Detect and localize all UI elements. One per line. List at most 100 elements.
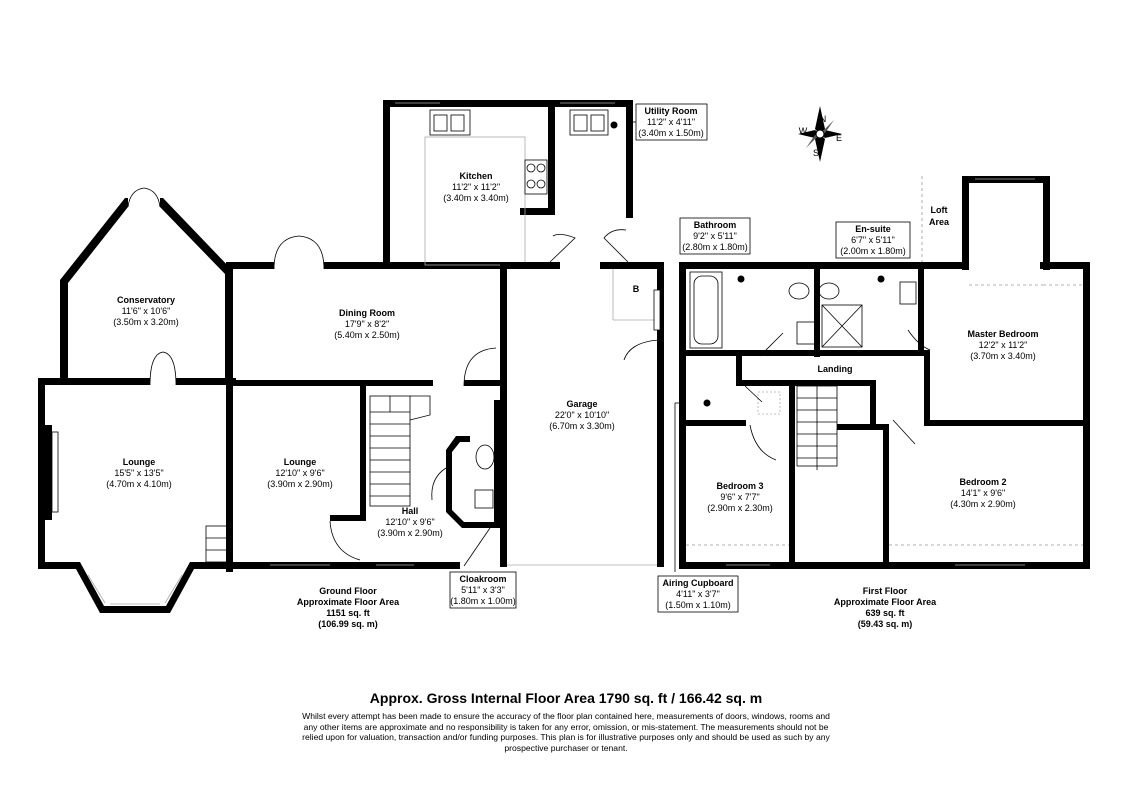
master-imperial: 12'2" x 11'2"	[979, 340, 1028, 350]
cloakroom-metric: (1.80m x 1.00m)	[450, 596, 516, 606]
bedroom3-metric: (2.90m x 2.30m)	[707, 503, 773, 513]
hall-name: Hall	[402, 506, 419, 516]
ensuite-imperial: 6'7" x 5'11"	[851, 235, 895, 245]
compass-w: W	[799, 126, 808, 136]
utility-metric: (3.40m x 1.50m)	[638, 128, 704, 138]
lounge2-hall-wall	[330, 515, 366, 521]
airing-imperial: 4'11" x 3'7"	[676, 589, 720, 599]
ground-floor-sqm: (106.99 sq. m)	[318, 619, 378, 629]
boiler-label: B	[633, 284, 640, 294]
dining-top-wall-a	[226, 262, 274, 269]
ff-stair-wall	[837, 424, 889, 430]
kitchen-worktop	[424, 136, 526, 266]
conservatory-door	[127, 187, 161, 208]
utility-name: Utility Room	[645, 106, 698, 116]
dining-top-wall-b	[324, 262, 500, 269]
first-floor-plan	[674, 176, 1090, 572]
bedroom2-left-wall	[883, 424, 889, 568]
kitchen-door	[549, 234, 576, 263]
ff-right-wall	[1083, 262, 1090, 567]
bathroom-name: Bathroom	[694, 220, 737, 230]
ensuite-basin	[899, 281, 917, 305]
master-metric: (3.70m x 3.40m)	[970, 351, 1036, 361]
garage-metric: (6.70m x 3.30m)	[549, 421, 615, 431]
conservatory-name: Conservatory	[117, 295, 175, 305]
kitchen-wall-stub	[520, 208, 555, 215]
ensuite-left-wall	[814, 269, 820, 357]
ground-floor-sqft: 1151 sq. ft	[326, 608, 370, 618]
bedroom2-metric: (4.30m x 2.90m)	[950, 499, 1016, 509]
compass-e: E	[836, 133, 842, 143]
cloakroom-imperial: 5'11" x 3'3"	[461, 585, 505, 595]
bay-glazing	[164, 574, 183, 604]
ground-floor-summary: Ground Floor Approximate Floor Area 1151…	[297, 586, 400, 629]
garage-right-wall	[657, 262, 664, 567]
lounge2-name: Lounge	[284, 457, 317, 467]
kitchen-name: Kitchen	[459, 171, 492, 181]
ground-floor-title: Ground Floor	[319, 586, 377, 596]
dining-bottom-wall-b	[464, 380, 504, 386]
lounge-conservatory-door	[149, 351, 177, 386]
lounge1-name: Lounge	[123, 457, 156, 467]
master-dormer-left	[962, 176, 969, 270]
hall-metric: (3.90m x 2.90m)	[377, 528, 443, 538]
loft-name-line2: Area	[929, 217, 950, 227]
ensuite-bottom-wall	[814, 350, 924, 356]
lounge2-imperial: 12'10" x 9'6"	[275, 468, 324, 478]
utility-right-wall	[626, 100, 633, 218]
bathroom-basin	[796, 321, 816, 345]
conservatory-walls-right	[160, 198, 232, 382]
lounge1-metric: (4.70m x 4.10m)	[106, 479, 172, 489]
cloakroom-label-box	[449, 571, 517, 609]
airing-door	[744, 385, 763, 403]
front-door	[463, 527, 491, 567]
dining-name: Dining Room	[339, 308, 395, 318]
bathroom-bottom-wall	[686, 350, 821, 356]
garage-imperial: 22'0" x 10'10"	[555, 410, 609, 420]
kitchen-imperial: 11'2" x 11'2"	[452, 182, 500, 192]
landing-name: Landing	[818, 364, 853, 374]
dining-imperial: 17'9" x 8'2"	[345, 319, 389, 329]
airing-metric: (1.50m x 1.10m)	[665, 600, 731, 610]
first-floor-subtitle: Approximate Floor Area	[834, 597, 937, 607]
airing-label-box	[657, 575, 739, 613]
conservatory-metric: (3.50m x 3.20m)	[113, 317, 179, 327]
lounge2-metric: (3.90m x 2.90m)	[267, 479, 333, 489]
bedroom2-door	[892, 419, 916, 445]
bedroom2-name: Bedroom 2	[959, 477, 1006, 487]
cloakroom-name: Cloakroom	[459, 574, 506, 584]
gross-floor-area-title: Approx. Gross Internal Floor Area 1790 s…	[369, 690, 763, 706]
bathroom-imperial: 9'2" x 5'11"	[693, 231, 737, 241]
cloakroom-right-wall	[494, 400, 500, 528]
dining-hall-door	[463, 347, 497, 387]
airing-name: Airing Cupboard	[663, 578, 734, 588]
garage-name: Garage	[566, 399, 597, 409]
utility-imperial: 11'2" x 4'11"	[647, 117, 695, 127]
stair-treads	[370, 396, 410, 497]
kitchen-metric: (3.40m x 3.40m)	[443, 193, 509, 203]
bathroom-door	[759, 332, 784, 357]
bath	[689, 271, 723, 349]
master-dormer-right	[1043, 176, 1050, 270]
garage-left-wall	[500, 262, 507, 567]
dining-metric: (5.40m x 2.50m)	[334, 330, 400, 340]
landing-wall-b	[736, 380, 876, 386]
ensuite-right-wall	[918, 269, 924, 356]
ensuite-name: En-suite	[855, 224, 891, 234]
master-door	[907, 329, 931, 351]
kitchen-utility-wall	[548, 100, 555, 215]
ff-stair-treads	[797, 386, 837, 470]
utility-label-box	[635, 103, 708, 141]
front-wall	[230, 562, 460, 569]
lounge2-door	[329, 520, 361, 561]
ground-floor-plan	[38, 100, 664, 613]
garage-top-wall-b	[600, 262, 664, 269]
compass-rose: N E S W	[798, 106, 842, 162]
bathroom-label-box	[679, 217, 751, 255]
ground-floor-subtitle: Approximate Floor Area	[297, 597, 400, 607]
master-left-wall	[924, 350, 930, 425]
utility-boiler-dot	[610, 121, 618, 129]
fireplace	[44, 425, 52, 520]
cloakroom-walls	[446, 436, 500, 528]
conservatory-walls	[60, 198, 128, 382]
